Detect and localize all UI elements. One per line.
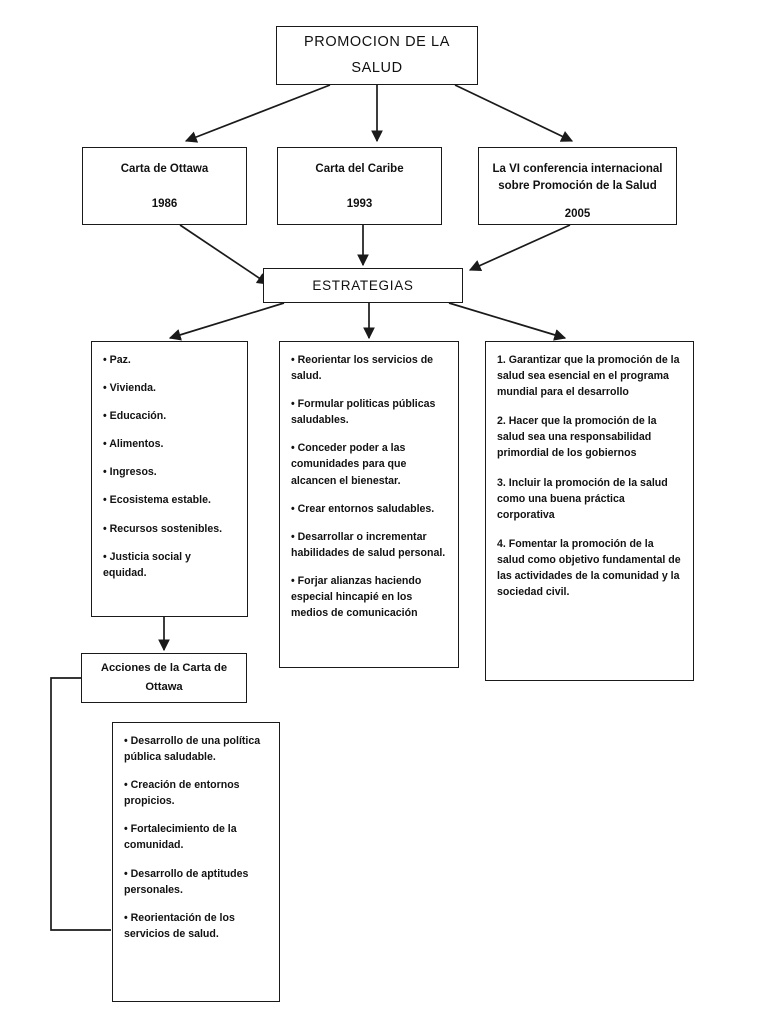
edge-estrategias-to-goals — [448, 302, 567, 341]
list-item: • Fortalecimiento de la comunidad. — [124, 823, 237, 852]
edge-conferencia-to-estrategias — [468, 224, 571, 272]
charter-name: Carta del Caribe — [315, 163, 404, 175]
list-item: • Conceder poder a las comunidades para … — [291, 442, 407, 487]
node-acciones-estrategicas[interactable]: • Reorientar los servicios de salud. • F… — [279, 341, 459, 668]
node-objetivos-conferencia[interactable]: 1. Garantizar que la promoción de la sal… — [485, 341, 694, 681]
node-vi-conferencia-internacional[interactable]: La VI conferencia internacional sobre Pr… — [478, 147, 677, 225]
edge-root-to-conferencia — [454, 84, 574, 142]
list-item: 4. Fomentar la promoción de la salud com… — [497, 537, 681, 599]
list-item: • Ecosistema estable. — [103, 494, 211, 507]
node-prerequisitos-salud[interactable]: • Paz. • Vivienda. • Educación. • Alimen… — [91, 341, 248, 617]
list-item: 1. Garantizar que la promoción de la sal… — [497, 354, 680, 399]
list-item: • Justicia social y equidad. — [103, 550, 191, 579]
list-item: • Vivienda. — [103, 382, 156, 395]
node-estrategias[interactable]: ESTRATEGIAS — [263, 268, 463, 303]
list-item: • Recursos sostenibles. — [103, 522, 223, 535]
list-item: • Formular politicas públicas saludables… — [291, 398, 436, 427]
estrategias-label: ESTRATEGIAS — [312, 278, 414, 293]
list-item: • Creación de entornos propicios. — [124, 779, 240, 808]
edge-root-to-ottawa — [184, 84, 331, 143]
charter-year: 1993 — [346, 197, 373, 210]
action-heading-label: Acciones de la Carta de Ottawa — [100, 661, 228, 693]
list-item: 2. Hacer que la promoción de la salud se… — [497, 415, 657, 460]
edge-estrategias-to-prerequisites — [168, 302, 285, 341]
charter-year: 1986 — [151, 197, 178, 210]
list-item: • Desarrollar o incrementar habilidades … — [291, 530, 446, 559]
charter-year: 2005 — [564, 208, 591, 221]
edge-ottawa-to-estrategias — [179, 224, 269, 285]
list-item: • Desarrollo de aptitudes personales. — [124, 867, 249, 896]
list-item: 3. Incluir la promoción de la salud como… — [497, 476, 668, 521]
edge-ottawa-actions-elbow — [50, 677, 111, 931]
list-item: • Reorientar los servicios de salud. — [291, 354, 434, 383]
charter-name: La VI conferencia internacional sobre Pr… — [492, 163, 663, 192]
node-carta-del-caribe[interactable]: Carta del Caribe 1993 — [277, 147, 442, 225]
list-item: • Desarrollo de una política pública sal… — [124, 735, 261, 764]
list-item: • Ingresos. — [103, 466, 157, 479]
list-item: • Paz. — [103, 354, 131, 366]
list-item: • Crear entornos saludables. — [291, 502, 435, 515]
list-item: • Educación. — [103, 410, 167, 423]
node-acciones-carta-ottawa-list[interactable]: • Desarrollo de una política pública sal… — [112, 722, 280, 1002]
charter-name: Carta de Ottawa — [120, 163, 209, 175]
list-item: • Reorientación de los servicios de salu… — [124, 911, 235, 940]
list-item: • Forjar alianzas haciendo especial hinc… — [291, 574, 422, 620]
node-carta-de-ottawa[interactable]: Carta de Ottawa 1986 — [82, 147, 247, 225]
node-acciones-carta-ottawa-heading[interactable]: Acciones de la Carta de Ottawa — [81, 653, 247, 703]
list-item: • Alimentos. — [103, 438, 164, 451]
